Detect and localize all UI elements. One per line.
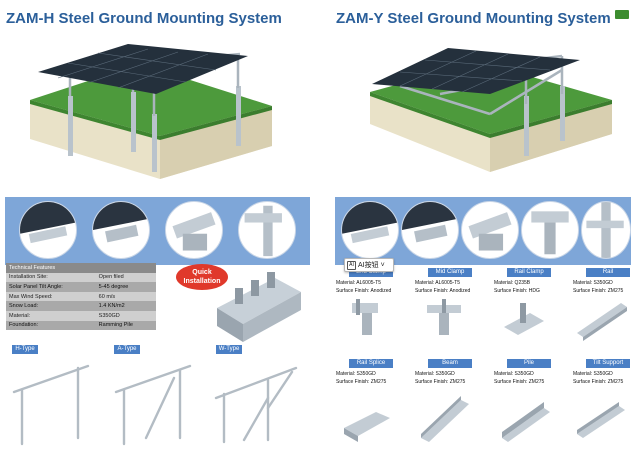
h-type-label: H-Type	[12, 345, 38, 354]
part-rail-splice: Rail Splice Material: S350GD Surface Fin…	[336, 359, 406, 442]
part-rail: Rail Material: S350GD Surface Finish: ZM…	[573, 268, 631, 341]
pile-image	[502, 402, 550, 442]
quick-installation-badge: Quick Installation	[176, 264, 228, 290]
w-type-label: W-Type	[216, 345, 242, 354]
detail-circle	[92, 201, 150, 259]
part-mid-clamp: Mid Clamp Material: AL6005-T5 Surface Fi…	[415, 268, 485, 341]
rail-splice-image	[344, 412, 390, 442]
detail-band-left	[5, 197, 310, 265]
clamp-assembly-render	[217, 272, 301, 342]
zam-h-render	[30, 44, 272, 179]
part-label: Pile	[507, 359, 551, 368]
detail-circle	[401, 201, 459, 259]
part-label: Rail	[586, 268, 630, 277]
brand-logo	[615, 10, 629, 19]
rail-image	[577, 303, 627, 341]
detail-circle	[521, 201, 579, 259]
part-label: Tilt Support	[586, 359, 630, 368]
technical-features-table: Technical Features Installation Site:Ope…	[6, 263, 156, 331]
chevron-down-icon[interactable]: ˅	[380, 261, 385, 269]
table-row: Installation Site:Open filed	[6, 272, 156, 283]
ai-button-label: AI按钮	[358, 262, 379, 269]
mid-clamp-image	[427, 299, 461, 335]
table-row: Max Wind Speed:60 m/s	[6, 291, 156, 302]
a-type-frame	[114, 364, 192, 446]
detail-circle	[19, 201, 77, 259]
detail-circle	[341, 201, 399, 259]
end-clamp-image	[352, 299, 378, 335]
detail-circle	[581, 201, 631, 259]
h-type-frame	[12, 364, 90, 446]
part-label: End Clamp	[349, 268, 393, 277]
part-rail-clamp: Rail Clamp Material: Q235B Surface Finis…	[494, 268, 564, 341]
beam-image	[421, 396, 469, 442]
part-pile: Pile Material: S350GD Surface Finish: ZM…	[494, 359, 564, 442]
detail-band-right	[335, 197, 631, 265]
part-label: Mid Clamp	[428, 268, 472, 277]
detail-circle	[461, 201, 519, 259]
part-tilt-support: Tilt Support Material: S350GD Surface Fi…	[573, 359, 631, 442]
part-label: Beam	[428, 359, 472, 368]
table-header: Technical Features	[6, 263, 156, 273]
ai-button-toolbar[interactable]: AI AI按钮 ˅	[344, 258, 394, 272]
title-zam-y: ZAM-Y Steel Ground Mounting System	[336, 10, 611, 27]
detail-circle	[165, 201, 223, 259]
table-row: Snow Load:1.4 KN/m2	[6, 301, 156, 311]
a-type-label: A-Type	[114, 345, 140, 354]
part-label: Rail Clamp	[507, 268, 551, 277]
title-zam-h: ZAM-H Steel Ground Mounting System	[6, 10, 282, 27]
table-row: Foundation:Ramming Pile	[6, 320, 156, 331]
tilt-support-image	[577, 402, 625, 438]
part-end-clamp: End Clamp Material: AL6005-T5 Surface Fi…	[336, 268, 406, 341]
table-row: Material:S350GD	[6, 310, 156, 321]
part-beam: Beam Material: S350GD Surface Finish: ZM…	[415, 359, 485, 442]
detail-circle	[238, 201, 296, 259]
w-type-frame	[214, 366, 298, 444]
table-row: Solar Panel Tilt Angle:5-45 degree	[6, 282, 156, 292]
part-label: Rail Splice	[349, 359, 393, 368]
zam-y-render	[370, 48, 612, 172]
rail-clamp-image	[504, 303, 544, 335]
ai-icon: AI	[347, 260, 356, 270]
